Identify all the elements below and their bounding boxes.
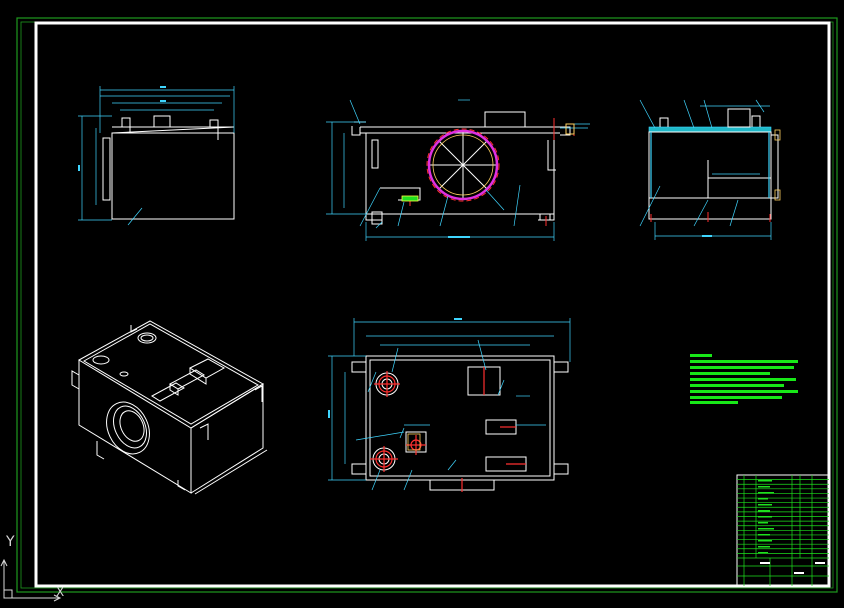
left-view[interactable]: [78, 86, 235, 226]
isometric-view[interactable]: [71, 320, 268, 495]
front-view[interactable]: [326, 99, 590, 241]
title-block: [736, 474, 830, 587]
ucs-y-label: Y: [5, 534, 15, 550]
drawing-frame: [16, 17, 838, 593]
ucs-x-label: X: [56, 585, 64, 599]
right-view[interactable]: [639, 99, 781, 240]
ucs-icon: Y X: [0, 534, 64, 602]
technical-requirements-notes: [690, 354, 798, 404]
top-view[interactable]: [328, 318, 571, 492]
